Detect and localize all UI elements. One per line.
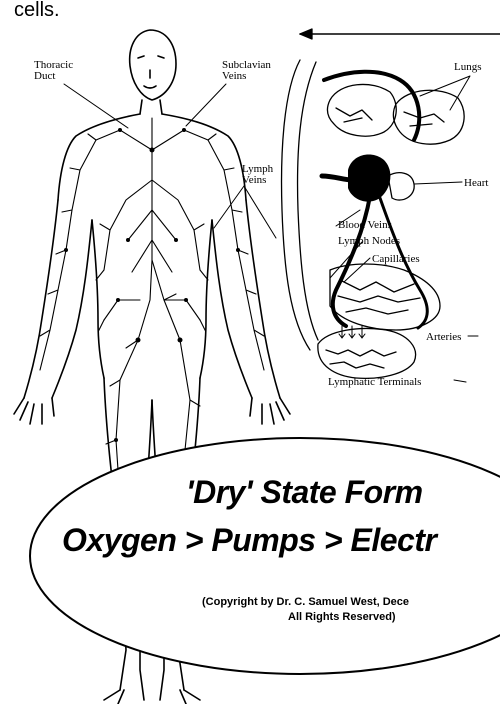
banner-copyright-line2: All Rights Reserved) — [288, 611, 396, 623]
label-lungs: Lungs — [454, 62, 482, 73]
label-arteries: Arteries — [426, 332, 461, 343]
banner-copyright-line1: (Copyright by Dr. C. Samuel West, Dece — [202, 596, 409, 608]
label-lymph-veins-line2: Veins — [242, 175, 266, 186]
label-subclavian-line2: Veins — [222, 71, 246, 82]
label-thoracic-duct-line2: Duct — [34, 71, 55, 82]
label-pointers — [64, 84, 276, 238]
label-lymph-nodes: Lymph Nodes — [338, 236, 400, 247]
banner-title-line2: Oxygen > Pumps > Electr — [62, 522, 436, 559]
label-blood-veins: Blood Veins — [338, 220, 392, 231]
label-capillaries: Capillaries — [372, 254, 420, 265]
label-lymphatic-terminals: Lymphatic Terminals — [328, 377, 421, 388]
banner-title-line1: 'Dry' State Form — [186, 474, 423, 511]
label-heart: Heart — [464, 178, 488, 189]
circulation-diagram — [282, 29, 500, 382]
